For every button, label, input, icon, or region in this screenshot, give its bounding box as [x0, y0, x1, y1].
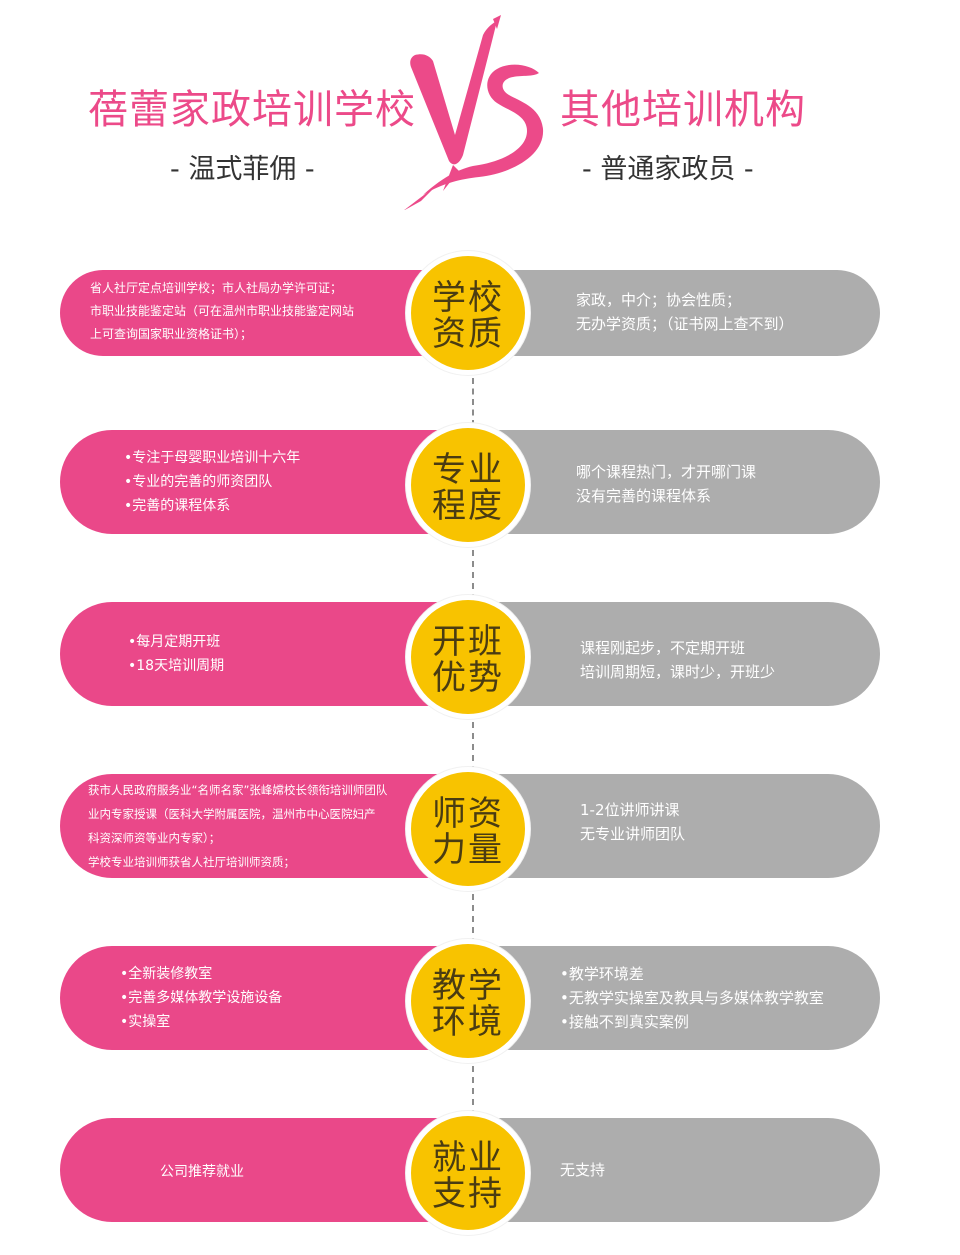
text-line: 无支持 — [560, 1161, 606, 1179]
category-label: 就业 — [432, 1138, 504, 1178]
text-line: •完善的课程体系 — [124, 498, 231, 514]
other-institution-pill — [470, 270, 880, 356]
category-circle: 教学 环境 — [406, 939, 530, 1063]
text-line: •接触不到真实案例 — [560, 1013, 689, 1031]
category-label: 支持 — [432, 1174, 504, 1214]
vs-logo — [404, 15, 544, 210]
comparison-row-teaching-staff: 获市人民政府服务业“名师名家”张峰嫦校长领衔培训师团队 业内专家授课（医科大学附… — [0, 774, 960, 878]
text-line: 1-2位讲师讲课 — [580, 801, 680, 819]
text-line: 无办学资质；（证书网上查不到） — [576, 315, 794, 333]
text-line: 学校专业培训师获省人社厅培训师资质； — [88, 855, 295, 869]
other-institution-pill — [470, 946, 880, 1050]
school-advantage-text: •每月定期开班 •18天培训周期 — [128, 630, 224, 678]
text-line: •每月定期开班 — [128, 634, 221, 650]
category-circle: 就业 支持 — [406, 1111, 530, 1235]
text-line: 获市人民政府服务业“名师名家”张峰嫦校长领衔培训师团队 — [88, 783, 388, 797]
category-label: 师资 — [432, 794, 504, 834]
category-label: 优势 — [432, 658, 504, 698]
text-line: 无专业讲师团队 — [580, 825, 686, 843]
category-label: 开班 — [432, 622, 504, 662]
category-circle: 专业 程度 — [406, 423, 530, 547]
other-institution-subtitle: - 普通家政员 - — [582, 154, 754, 185]
text-line: 哪个课程热门，才开哪门课 — [576, 463, 757, 481]
category-circle: 学校 资质 — [406, 251, 530, 375]
text-line: •全新装修教室 — [120, 966, 213, 982]
text-line: •完善多媒体教学设施设备 — [120, 990, 283, 1006]
connector-line — [472, 1066, 474, 1116]
category-label: 专业 — [432, 450, 504, 490]
school-advantage-text: 获市人民政府服务业“名师名家”张峰嫦校长领衔培训师团队 业内专家授课（医科大学附… — [88, 778, 387, 874]
text-line: 业内专家授课（医科大学附属医院，温州市中心医院妇产 — [88, 807, 376, 821]
connector-line — [472, 722, 474, 772]
category-circle: 开班 优势 — [406, 595, 530, 719]
school-advantage-text: •全新装修教室 •完善多媒体教学设施设备 •实操室 — [120, 962, 282, 1034]
category-label: 学校 — [432, 278, 504, 318]
text-line: •实操室 — [120, 1014, 171, 1030]
other-institution-text: 家政，中介；协会性质； 无办学资质；（证书网上查不到） — [576, 288, 794, 336]
other-institution-text: 课程刚起步，不定期开班 培训周期短，课时少，开班少 — [580, 636, 775, 684]
text-line: 课程刚起步，不定期开班 — [580, 639, 746, 657]
text-line: •专业的完善的师资团队 — [124, 474, 273, 490]
comparison-row-employment-support: 公司推荐就业 无支持 — [0, 1118, 960, 1222]
other-institution-pill — [470, 774, 880, 878]
text-line: 市职业技能鉴定站（可在温州市职业技能鉴定网站 — [90, 304, 355, 318]
text-line: 公司推荐就业 — [160, 1164, 244, 1180]
other-institution-text: 无支持 — [560, 1158, 605, 1182]
connector-line — [472, 894, 474, 944]
other-institution-text: 1-2位讲师讲课 无专业讲师团队 — [580, 798, 685, 846]
text-line: •教学环境差 — [560, 965, 644, 983]
category-circle: 师资 力量 — [406, 767, 530, 891]
other-institution-text: •教学环境差 •无教学实操室及教具与多媒体教学教室 •接触不到真实案例 — [560, 962, 824, 1034]
other-institution-text: 哪个课程热门，才开哪门课 没有完善的课程体系 — [576, 460, 756, 508]
category-label: 程度 — [432, 486, 504, 526]
category-label: 环境 — [432, 1002, 504, 1042]
text-line: 上可查询国家职业资格证书）； — [90, 327, 253, 341]
connector-line — [472, 378, 474, 426]
text-line: 科资深师资等业内专家）； — [88, 831, 221, 845]
text-line: 家政，中介；协会性质； — [576, 291, 742, 309]
school-title: 蓓蕾家政培训学校 — [88, 87, 416, 133]
school-subtitle: - 温式菲佣 - — [170, 154, 315, 185]
category-label: 教学 — [432, 966, 504, 1006]
school-advantage-text: •专注于母婴职业培训十六年 •专业的完善的师资团队 •完善的课程体系 — [124, 446, 300, 518]
text-line: •无教学实操室及教具与多媒体教学教室 — [560, 989, 824, 1007]
category-label: 资质 — [432, 314, 504, 354]
school-advantage-text: 公司推荐就业 — [160, 1160, 244, 1184]
other-institution-pill — [470, 1118, 880, 1222]
other-institution-title: 其他培训机构 — [560, 87, 806, 133]
category-label: 力量 — [432, 830, 504, 870]
text-line: 省人社厅定点培训学校；市人社局办学许可证； — [90, 281, 343, 295]
text-line: •18天培训周期 — [128, 658, 225, 674]
school-advantage-text: 省人社厅定点培训学校；市人社局办学许可证； 市职业技能鉴定站（可在温州市职业技能… — [90, 277, 354, 346]
other-institution-pill — [470, 430, 880, 534]
other-institution-pill — [470, 602, 880, 706]
text-line: 培训周期短，课时少，开班少 — [580, 663, 776, 681]
text-line: 没有完善的课程体系 — [576, 487, 712, 505]
connector-line — [472, 550, 474, 600]
comparison-row-class-schedule: •每月定期开班 •18天培训周期 课程刚起步，不定期开班 培训周期短，课时少，开… — [0, 602, 960, 706]
text-line: •专注于母婴职业培训十六年 — [124, 450, 301, 466]
